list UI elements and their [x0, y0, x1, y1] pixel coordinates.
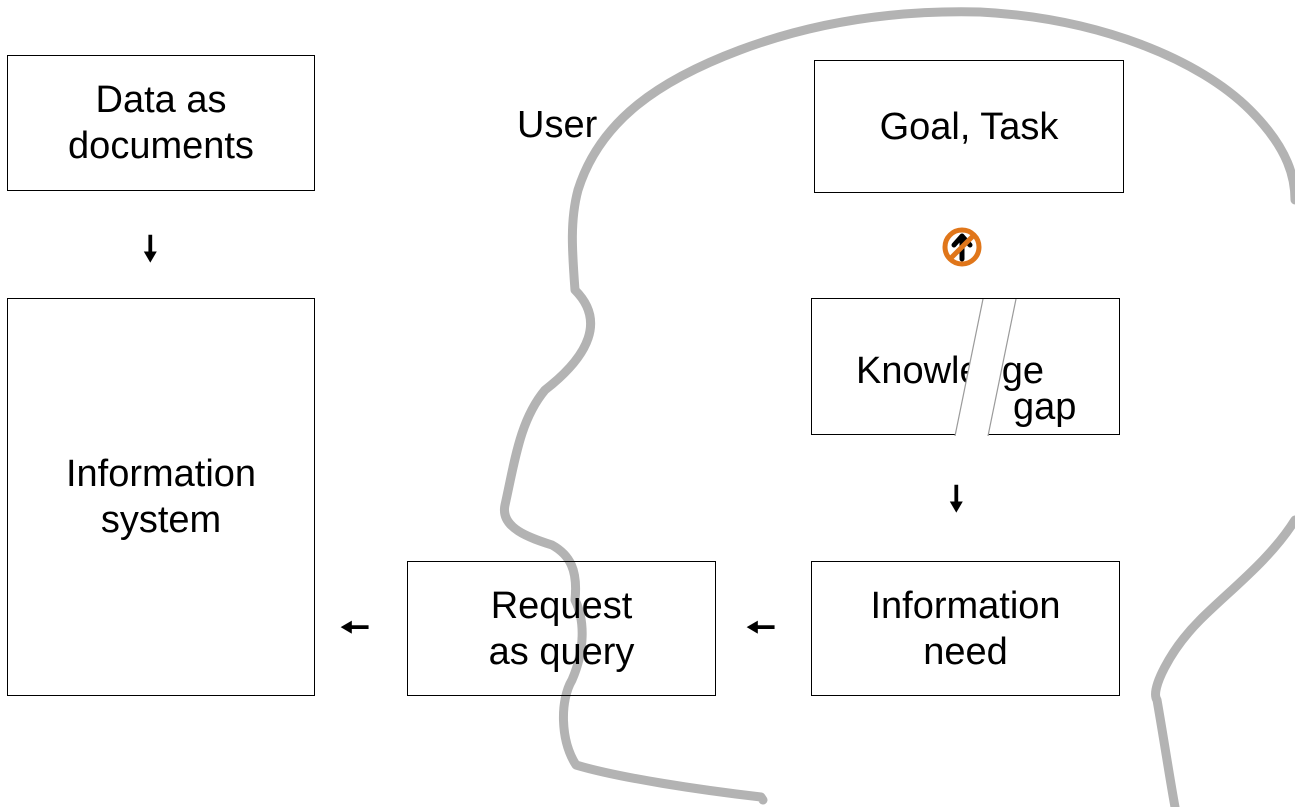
user-label: User	[517, 104, 598, 146]
data-as-documents-label: Data as documents	[68, 79, 254, 167]
no-entry-up-arrow-icon	[942, 227, 982, 267]
goal-task-box: Goal, Task	[814, 60, 1124, 193]
arrow-left-icon: 🠔	[746, 608, 776, 648]
information-system-box: Information system	[7, 298, 315, 696]
data-as-documents-box: Data as documents	[7, 55, 315, 191]
goal-task-label: Goal, Task	[879, 105, 1059, 148]
request-as-query-box: Request as query	[407, 561, 716, 696]
knowledge-gap-label-line2: gap	[1013, 386, 1077, 428]
request-as-query-label: Request as query	[488, 584, 635, 673]
knowledge-gap-label-line1: Knowledge	[856, 350, 1045, 392]
arrow-down-icon: 🠗	[143, 229, 158, 269]
information-system-label: Information system	[65, 453, 257, 541]
arrow-left-icon: 🠔	[340, 608, 370, 648]
gap-split-icon	[954, 299, 1017, 436]
arrow-down-icon: 🠗	[949, 479, 964, 519]
information-need-box: Information need	[811, 561, 1120, 696]
information-need-label: Information need	[870, 584, 1061, 673]
knowledge-gap-box: Knowledge gap	[811, 298, 1120, 436]
